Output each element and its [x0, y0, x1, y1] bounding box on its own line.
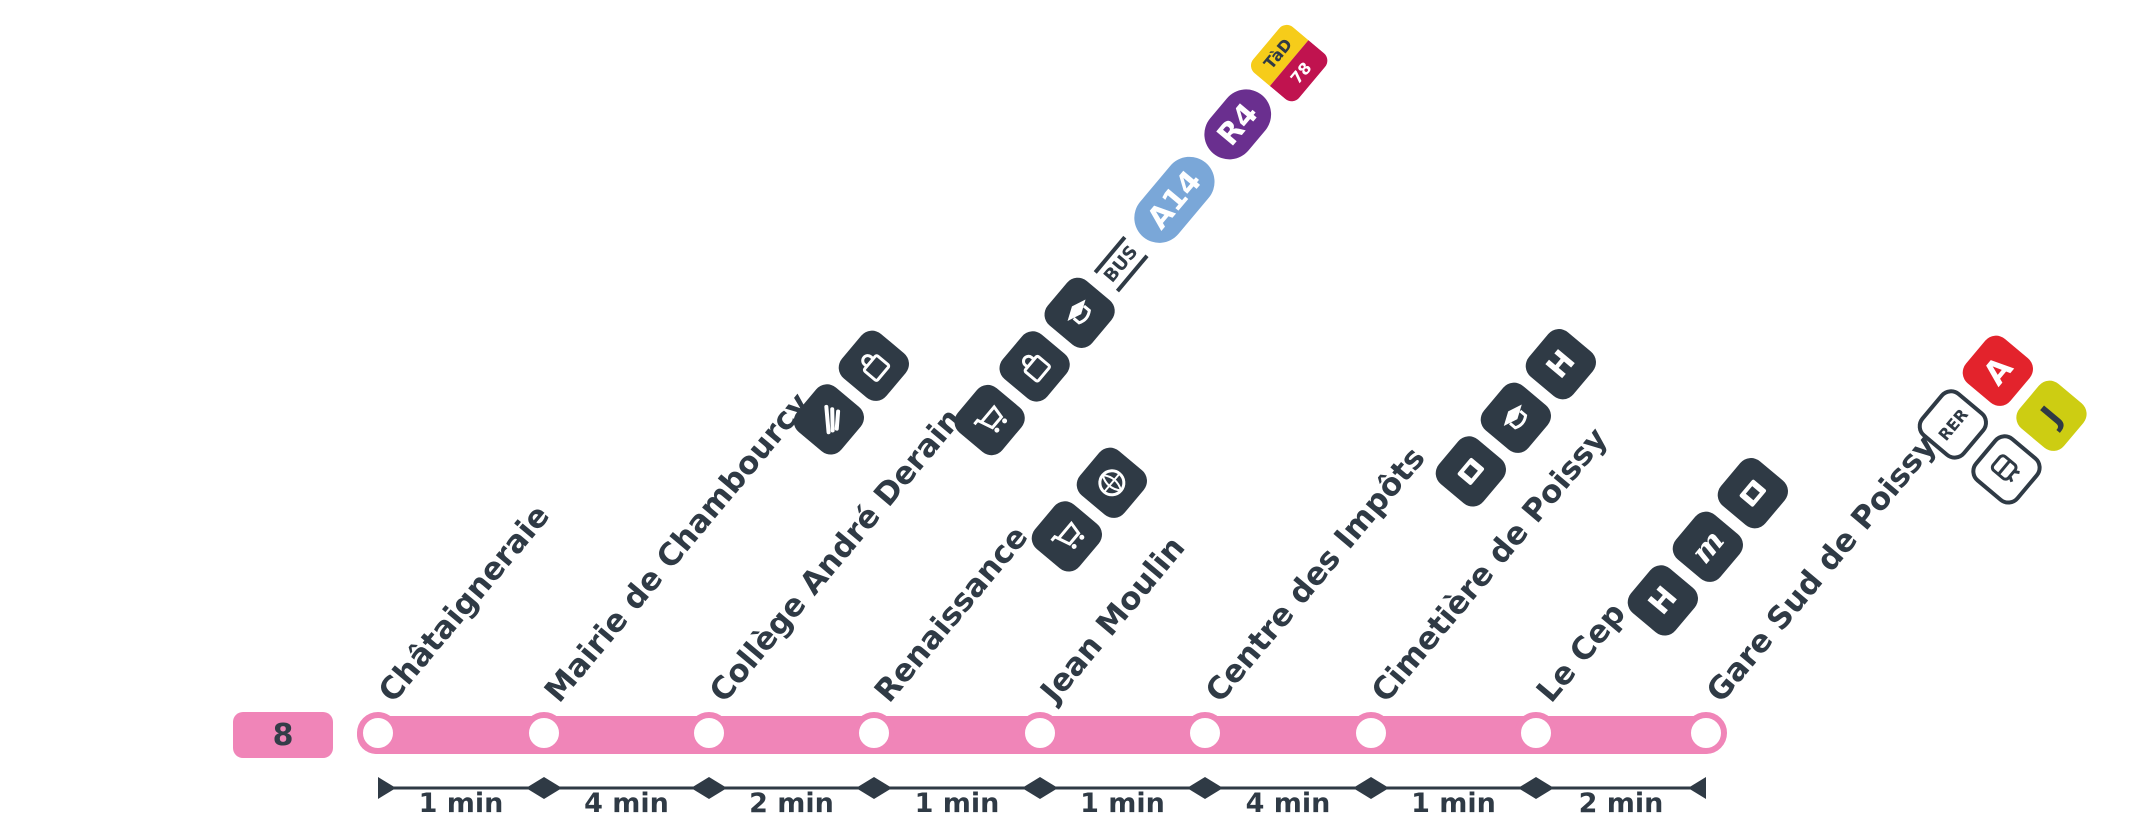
shopping-bag-icon — [993, 325, 1076, 408]
segment-arrow-right — [1205, 777, 1223, 799]
travel-time-label: 1 min — [1080, 788, 1165, 819]
segment-arrow-left — [1518, 777, 1536, 799]
stop-icons-centre-des-impots: H — [1430, 323, 1602, 513]
shopping-cart-icon — [1026, 495, 1108, 578]
stop-marker[interactable] — [1019, 712, 1061, 754]
train-icon[interactable] — [1965, 428, 2048, 511]
segment-arrow-left — [1688, 777, 1706, 799]
travel-time-label: 1 min — [1411, 788, 1496, 819]
segment-arrow-right — [1536, 777, 1554, 799]
stop-marker[interactable] — [853, 712, 895, 754]
stop-marker[interactable] — [1685, 712, 1727, 754]
stop-marker[interactable] — [1350, 712, 1392, 754]
stop-icons-college: BUS A14 R4 TàD 78 — [948, 20, 1332, 462]
segment-arrow-right — [874, 777, 892, 799]
stop-marker[interactable] — [1515, 712, 1557, 754]
segment-arrow-left — [691, 777, 709, 799]
segment-arrow-left — [1353, 777, 1371, 799]
travel-time-label: 4 min — [584, 788, 669, 819]
travel-time-label: 2 min — [749, 788, 834, 819]
segment-arrow-right — [378, 777, 396, 799]
segment-arrow-left — [1022, 777, 1040, 799]
graduation-cap-icon — [1474, 376, 1557, 459]
segment-arrow-right — [709, 777, 727, 799]
travel-time-label: 1 min — [914, 788, 1000, 819]
graduation-cap-icon — [1038, 271, 1121, 354]
line-number-badge: 8 — [233, 712, 333, 758]
segment-arrow-right — [544, 777, 562, 799]
stop-marker[interactable] — [357, 712, 399, 754]
segment-arrow-left — [526, 777, 544, 799]
stop-marker[interactable] — [1184, 712, 1226, 754]
globe-sports-icon — [1070, 441, 1153, 524]
stop-icons-le-cep: H m — [1622, 452, 1794, 642]
travel-time-label: 2 min — [1578, 788, 1664, 819]
fast-train-icon — [788, 378, 870, 461]
travel-time-label: 1 min — [418, 788, 504, 819]
public-building-icon — [1711, 452, 1794, 535]
stop-marker[interactable] — [523, 712, 565, 754]
segment-arrow-left — [1187, 777, 1205, 799]
stop-icons-mairie — [788, 324, 915, 461]
segment-arrow-right — [1040, 777, 1058, 799]
public-building-icon — [1430, 430, 1512, 513]
stop-marker[interactable] — [688, 712, 730, 754]
segment-arrow-left — [856, 777, 874, 799]
travel-time-label: 4 min — [1245, 788, 1331, 819]
stop-icons-renaissance — [1026, 441, 1153, 578]
shopping-cart-icon — [948, 379, 1031, 461]
shopping-bag-icon — [832, 324, 915, 407]
segment-arrow-right — [1371, 777, 1389, 799]
